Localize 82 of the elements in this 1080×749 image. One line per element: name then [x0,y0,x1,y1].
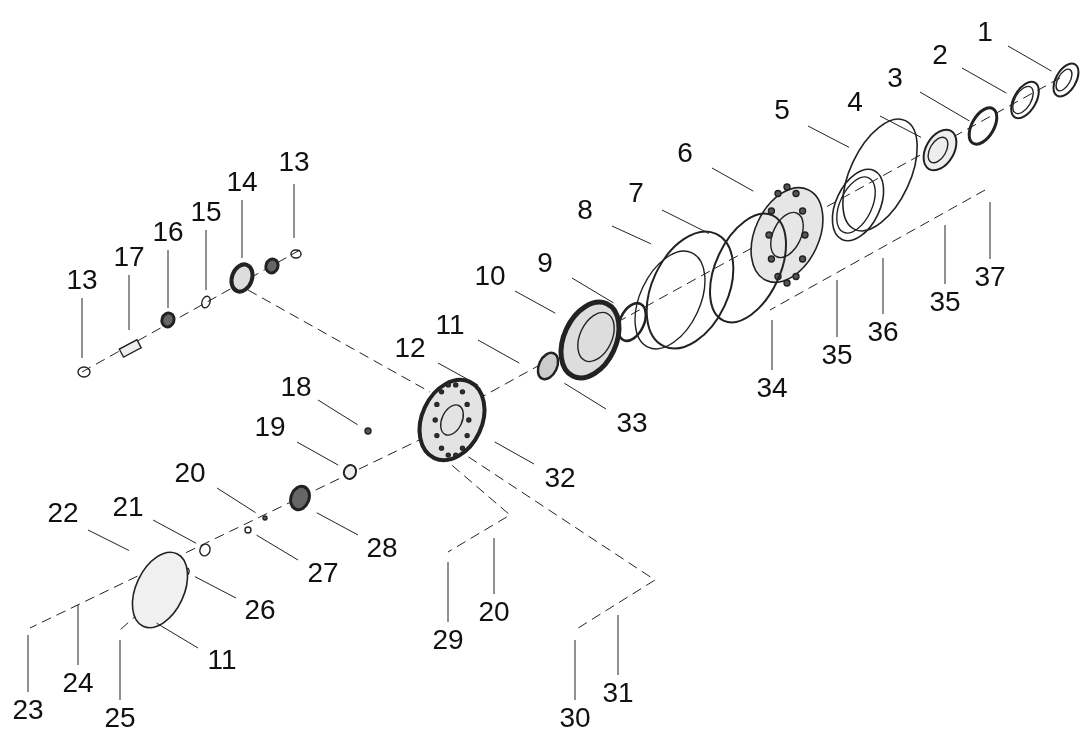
leader-line [205,229,207,291]
leader-line [27,634,29,693]
callout-number: 37 [974,263,1006,291]
leader-line [882,257,884,315]
callout-number: 21 [112,493,144,521]
leader-line [1007,45,1052,72]
callout-number: 17 [113,243,145,271]
leader-line [256,534,299,561]
callout-number: 9 [537,249,553,277]
leader-line [564,382,607,410]
leader-line [119,639,121,701]
callout-number: 24 [62,669,94,697]
callout-number: 31 [602,679,634,707]
leader-line [836,279,838,338]
callout-number: 1 [977,18,993,46]
leader-line [167,249,169,309]
callout-number: 7 [628,179,644,207]
leader-line [81,297,83,359]
leader-line [771,319,773,371]
callout-number: 3 [887,64,903,92]
callout-number: 5 [774,96,790,124]
leader-line [241,199,243,259]
callout-number: 10 [474,262,506,290]
callout-number: 20 [174,459,206,487]
callout-number: 14 [226,168,258,196]
leader-line [574,639,576,701]
callout-number: 2 [932,41,948,69]
callout-number: 34 [756,374,788,402]
leader-line [316,512,359,536]
callout-number: 32 [544,464,576,492]
leader-line [194,576,237,599]
leader-line [944,224,946,285]
callout-number: 35 [821,341,853,369]
callout-number: 25 [104,704,136,732]
callout-number: 19 [254,413,286,441]
callout-number: 23 [12,696,44,724]
leader-line [437,362,479,386]
leader-line [77,604,79,666]
leader-line [447,561,449,623]
leader-line [87,529,130,552]
callout-number: 28 [366,534,398,562]
callout-number: 20 [478,598,510,626]
leader-line [152,519,197,544]
leader-line [919,91,970,122]
leader-line [879,115,922,138]
leader-line [156,622,199,649]
leader-line [617,614,619,676]
leader-line [961,67,1007,94]
leader-line [296,441,339,466]
leader-line [493,537,495,595]
callout-number: 22 [47,499,79,527]
callout-number: 29 [432,626,464,654]
leader-line [611,225,652,245]
callout-number: 12 [394,334,426,362]
callout-number: 13 [66,266,98,294]
callout-number: 27 [307,559,339,587]
callout-number: 13 [278,148,310,176]
leader-line [494,441,535,465]
callout-number: 30 [559,704,591,732]
leader-line [571,277,614,304]
callout-number: 36 [867,318,899,346]
callout-number: 33 [616,409,648,437]
leader-line [989,201,991,260]
callout-number: 26 [244,596,276,624]
leader-line [711,167,754,192]
leader-line [514,290,556,314]
callout-number: 35 [929,288,961,316]
callout-number: 4 [847,88,863,116]
leader-line [317,399,358,426]
callout-number: 16 [152,218,184,246]
leader-line [477,339,520,364]
callout-number: 6 [677,139,693,167]
leader-line [216,487,257,514]
callout-number: 11 [207,646,237,674]
leader-line [807,125,850,148]
callout-number: 18 [280,373,312,401]
leader-line [293,183,295,239]
callout-number: 8 [577,196,593,224]
callout-number: 15 [190,198,222,226]
callout-number: 11 [435,311,465,339]
leader-line [128,274,130,331]
leader-line [661,209,710,235]
